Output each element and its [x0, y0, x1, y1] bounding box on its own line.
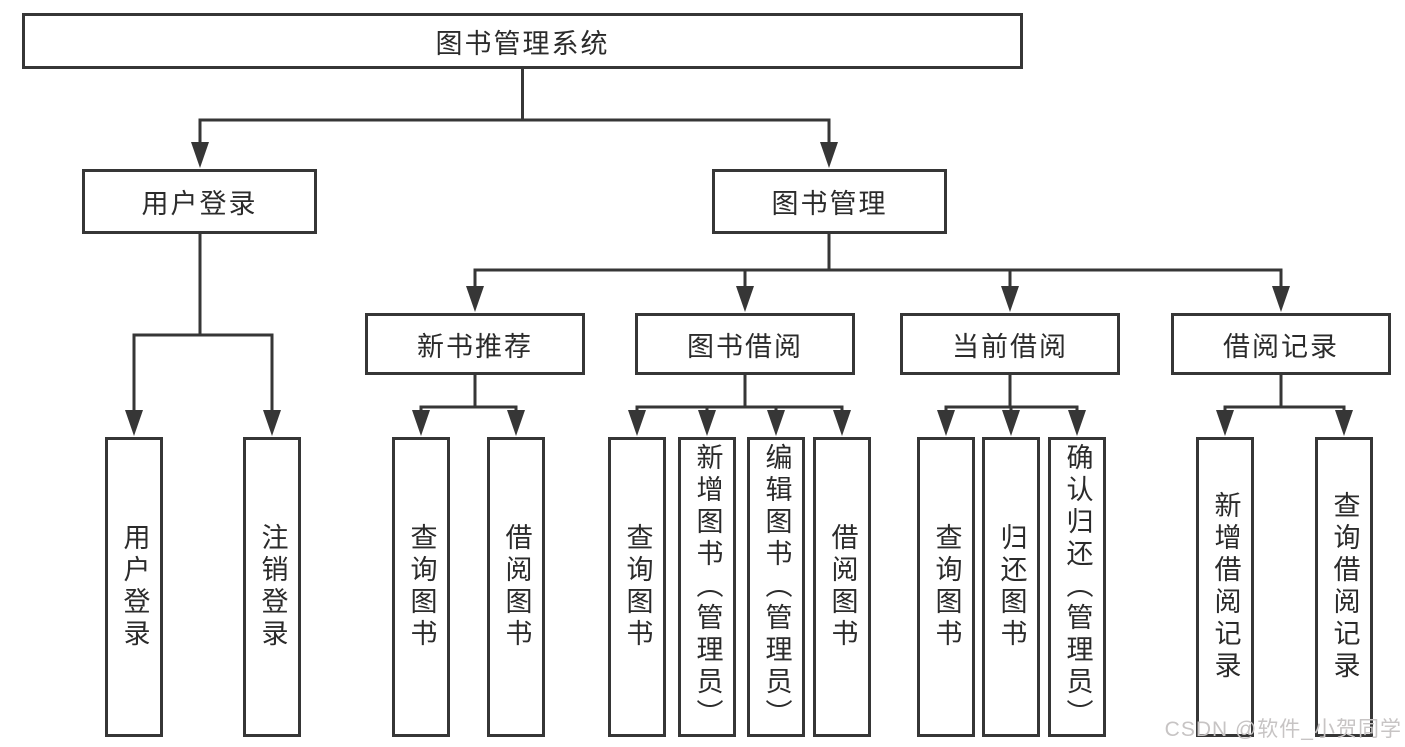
leaf-edit-book-admin-label: 编辑图书（管理员）	[761, 443, 792, 731]
leaf-borrow-books-newbook-label: 借阅图书	[501, 523, 532, 651]
leaf-add-book-admin: 新增图书（管理员）	[678, 437, 736, 737]
connector-user-login-branch	[125, 234, 281, 436]
node-book-management-label: 图书管理	[771, 189, 888, 219]
node-new-book-recommend: 新书推荐	[365, 313, 585, 375]
connector-current-borrow-branch	[937, 375, 1086, 436]
node-book-borrow-label: 图书借阅	[687, 331, 803, 362]
node-current-borrow: 当前借阅	[900, 313, 1120, 375]
leaf-query-books-borrow: 查询图书	[608, 437, 666, 737]
node-borrow-records: 借阅记录	[1171, 313, 1391, 375]
csdn-watermark: CSDN @软件_小贺同学	[1164, 718, 1402, 741]
connector-book-borrow-branch	[628, 375, 851, 436]
node-user-login-label: 用户登录	[141, 189, 258, 219]
node-book-borrow: 图书借阅	[635, 313, 855, 375]
leaf-add-borrow-record: 新增借阅记录	[1196, 437, 1254, 737]
node-user-login: 用户登录	[82, 169, 317, 234]
leaf-edit-book-admin: 编辑图书（管理员）	[747, 437, 805, 737]
node-current-borrow-label: 当前借阅	[952, 331, 1068, 362]
leaf-query-books-current-label: 查询图书	[931, 523, 962, 651]
leaf-query-books-borrow-label: 查询图书	[622, 523, 653, 651]
leaf-user-login-label: 用户登录	[119, 523, 150, 651]
leaf-query-books-current: 查询图书	[917, 437, 975, 737]
node-book-management: 图书管理	[712, 169, 947, 234]
leaf-logout: 注销登录	[243, 437, 301, 737]
leaf-query-borrow-record-label: 查询借阅记录	[1329, 491, 1360, 683]
leaf-borrow-books-borrow: 借阅图书	[813, 437, 871, 737]
leaf-query-books-newbook: 查询图书	[392, 437, 450, 737]
node-borrow-records-label: 借阅记录	[1223, 331, 1339, 362]
leaf-user-login: 用户登录	[105, 437, 163, 737]
leaf-add-book-admin-label: 新增图书（管理员）	[692, 443, 723, 731]
leaf-add-borrow-record-label: 新增借阅记录	[1210, 491, 1241, 683]
leaf-query-borrow-record: 查询借阅记录	[1315, 437, 1373, 737]
connector-root-branch	[191, 69, 838, 168]
leaf-return-book-label: 归还图书	[996, 523, 1027, 651]
leaf-borrow-books-borrow-label: 借阅图书	[827, 523, 858, 651]
connector-new-book-branch	[412, 375, 525, 436]
connector-borrow-records-branch	[1216, 375, 1353, 436]
leaf-return-book: 归还图书	[982, 437, 1040, 737]
node-library-system: 图书管理系统	[22, 13, 1023, 69]
node-new-book-recommend-label: 新书推荐	[417, 331, 533, 362]
leaf-confirm-return-admin: 确认归还（管理员）	[1048, 437, 1106, 737]
connector-book-mgmt-branch	[466, 234, 1290, 312]
leaf-confirm-return-admin-label: 确认归还（管理员）	[1062, 443, 1093, 731]
leaf-query-books-newbook-label: 查询图书	[406, 523, 437, 651]
node-library-system-label: 图书管理系统	[435, 28, 610, 59]
leaf-logout-label: 注销登录	[257, 523, 288, 651]
leaf-borrow-books-newbook: 借阅图书	[487, 437, 545, 737]
